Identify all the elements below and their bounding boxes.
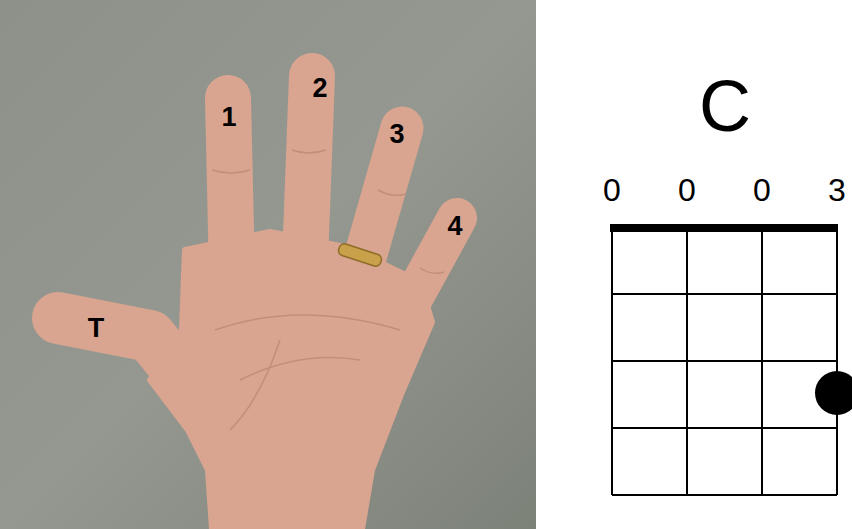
finger-number: 2 xyxy=(312,75,327,102)
skin-creases xyxy=(212,150,444,430)
chord-name: C xyxy=(699,70,751,142)
finger-number: 1 xyxy=(221,104,236,131)
wedding-ring xyxy=(337,242,383,267)
string-fret-number: 0 xyxy=(753,174,771,206)
string-fret-number: 3 xyxy=(828,174,846,206)
finger-number: T xyxy=(88,315,105,342)
string-fret-number: 0 xyxy=(678,174,696,206)
hand xyxy=(58,76,457,529)
finger-number: 3 xyxy=(389,121,404,148)
chord-grid xyxy=(610,224,852,495)
photo-background xyxy=(0,0,536,529)
string-fret-number: 0 xyxy=(603,174,621,206)
finger-number: 4 xyxy=(447,213,462,240)
finger-dot xyxy=(815,371,852,415)
